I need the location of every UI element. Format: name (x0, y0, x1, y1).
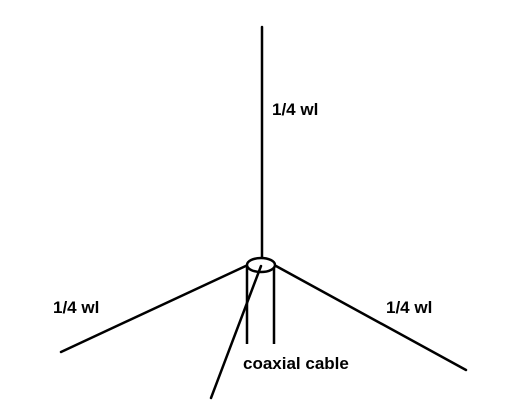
left-radial-label: 1/4 wl (53, 298, 100, 317)
left-radial (59, 262, 252, 354)
right-radial-label: 1/4 wl (386, 298, 433, 317)
coax-center-lead (209, 264, 263, 400)
vertical-element-label: 1/4 wl (272, 100, 319, 119)
right-radial (274, 264, 468, 372)
coaxial-cable-label: coaxial cable (243, 354, 349, 373)
